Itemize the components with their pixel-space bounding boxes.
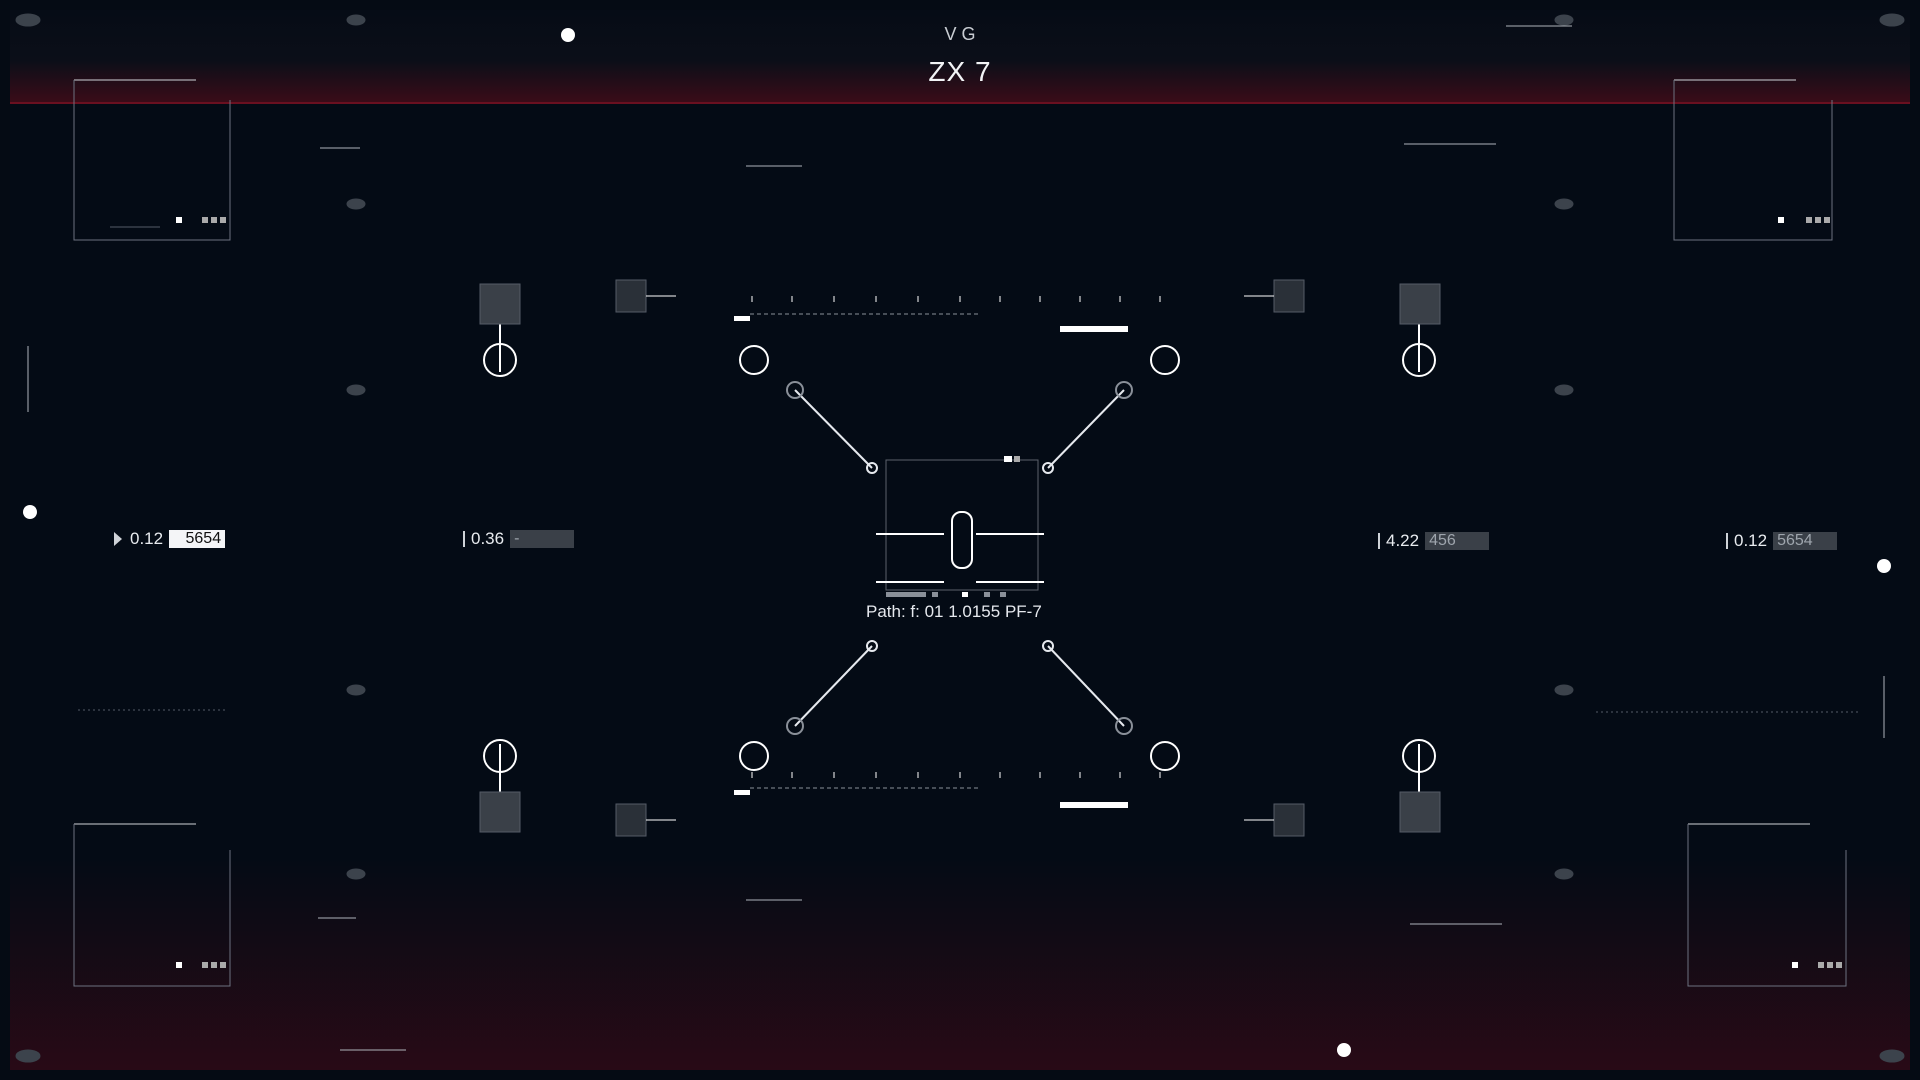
readout-box: 5654 xyxy=(1773,532,1838,550)
center-lattice xyxy=(786,381,1133,735)
readout-value: 0.12 xyxy=(130,529,164,548)
corner-bracket-top-left xyxy=(73,79,231,241)
readout-right-outer: 0.12 5654 xyxy=(1726,530,1838,552)
hud-frame xyxy=(10,10,1910,1070)
crosshair-dot-icon xyxy=(15,13,1905,1063)
page-title: ZX 7 xyxy=(928,56,992,87)
top-bar xyxy=(10,10,1910,104)
readout-value: 0.36 xyxy=(471,529,505,548)
scale-ruler-top xyxy=(734,296,1161,332)
readout-box: - xyxy=(510,530,575,548)
play-marker-icon xyxy=(114,532,122,546)
corner-bracket-bottom-right xyxy=(1687,823,1847,987)
subtitle-partial: V G xyxy=(944,24,976,44)
readout-value: 4.22 xyxy=(1386,531,1420,550)
tick-marker-icon xyxy=(1726,533,1728,549)
scale-ruler-bottom xyxy=(734,772,1161,808)
corner-bracket-top-right xyxy=(1673,79,1833,241)
corner-bracket-bottom-left xyxy=(73,823,231,987)
readout-right-inner: 4.22 456 xyxy=(1378,530,1490,552)
readout-box: 5654 xyxy=(169,530,226,548)
white-dots xyxy=(23,28,1891,1057)
readout-left-outer: 0.12 5654 xyxy=(114,528,226,550)
readout-value: 0.12 xyxy=(1734,531,1768,550)
tick-marker-icon xyxy=(463,531,465,547)
tick-marker-icon xyxy=(1378,533,1380,549)
center-reticle xyxy=(876,456,1044,597)
decorative-lines xyxy=(27,25,1885,1051)
readout-box: 456 xyxy=(1425,532,1490,550)
sensor-node-icon xyxy=(479,279,1441,837)
path-label: Path: f: 01 1.0155 PF-7 xyxy=(866,602,1042,621)
target-ring-icon xyxy=(483,314,1436,800)
readout-left-inner: 0.36 - xyxy=(463,528,575,550)
